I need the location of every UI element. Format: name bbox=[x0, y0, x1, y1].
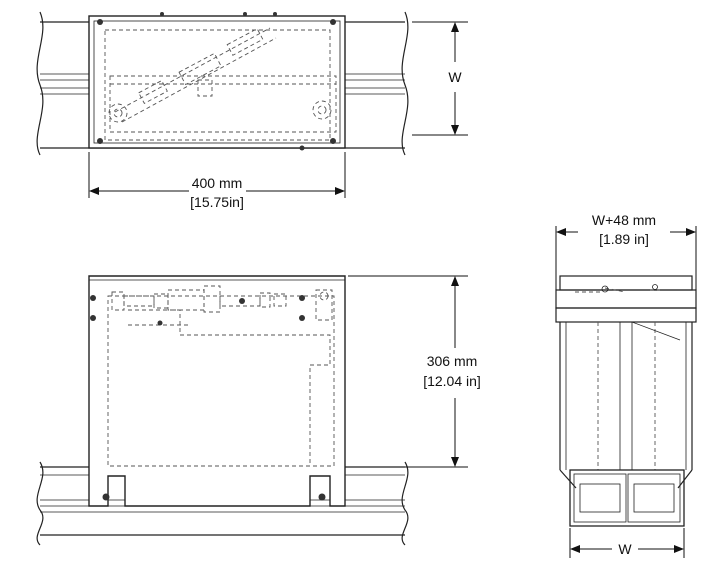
side-center-bracket bbox=[619, 321, 633, 471]
top-view bbox=[36, 11, 409, 156]
top-housing bbox=[88, 15, 346, 149]
screw-icon bbox=[102, 493, 110, 501]
dim-top-width-label: 400 mm bbox=[192, 175, 243, 191]
screw-icon bbox=[330, 138, 336, 144]
front-rail-break-right bbox=[401, 461, 409, 546]
rail-break-right bbox=[401, 11, 409, 156]
front-housing bbox=[88, 275, 346, 507]
rail-break-left bbox=[36, 11, 44, 156]
front-view bbox=[36, 275, 409, 546]
dim-top-depth: W bbox=[412, 21, 468, 136]
top-hidden-plate bbox=[109, 75, 337, 133]
top-arm-assembly bbox=[108, 27, 332, 123]
dim-front-height: 306 mm [12.04 in] bbox=[348, 275, 481, 468]
dim-side-width-label: W+48 mm bbox=[592, 212, 656, 228]
top-housing-inner bbox=[93, 20, 341, 144]
screw-icon bbox=[330, 19, 336, 25]
side-clamp bbox=[555, 289, 697, 309]
side-view bbox=[555, 275, 697, 527]
dim-side-width: W+48 mm [1.89 in] bbox=[555, 212, 697, 290]
side-rail-clamp bbox=[569, 469, 685, 527]
screw-icon bbox=[97, 138, 103, 144]
dim-side-base: W bbox=[569, 528, 685, 558]
dim-top-width: 400 mm [15.75in] bbox=[88, 152, 346, 210]
dim-front-height-alt: [12.04 in] bbox=[423, 373, 481, 389]
dim-front-height-label: 306 mm bbox=[427, 353, 478, 369]
dim-side-width-alt: [1.89 in] bbox=[599, 231, 649, 247]
dim-side-base-label: W bbox=[618, 541, 632, 557]
side-body-band bbox=[555, 307, 697, 323]
top-hidden-body bbox=[104, 29, 331, 141]
screw-icon bbox=[90, 295, 96, 301]
dim-top-width-alt: [15.75in] bbox=[190, 194, 244, 210]
front-arm-assembly bbox=[111, 285, 333, 326]
screw-icon bbox=[97, 19, 103, 25]
screw-icon bbox=[90, 315, 96, 321]
side-top-cap bbox=[559, 275, 693, 291]
screw-icon bbox=[299, 295, 305, 301]
screw-icon bbox=[318, 493, 326, 501]
front-rail-break-left bbox=[36, 461, 44, 546]
dim-top-depth-label: W bbox=[448, 69, 462, 85]
screw-icon bbox=[299, 315, 305, 321]
